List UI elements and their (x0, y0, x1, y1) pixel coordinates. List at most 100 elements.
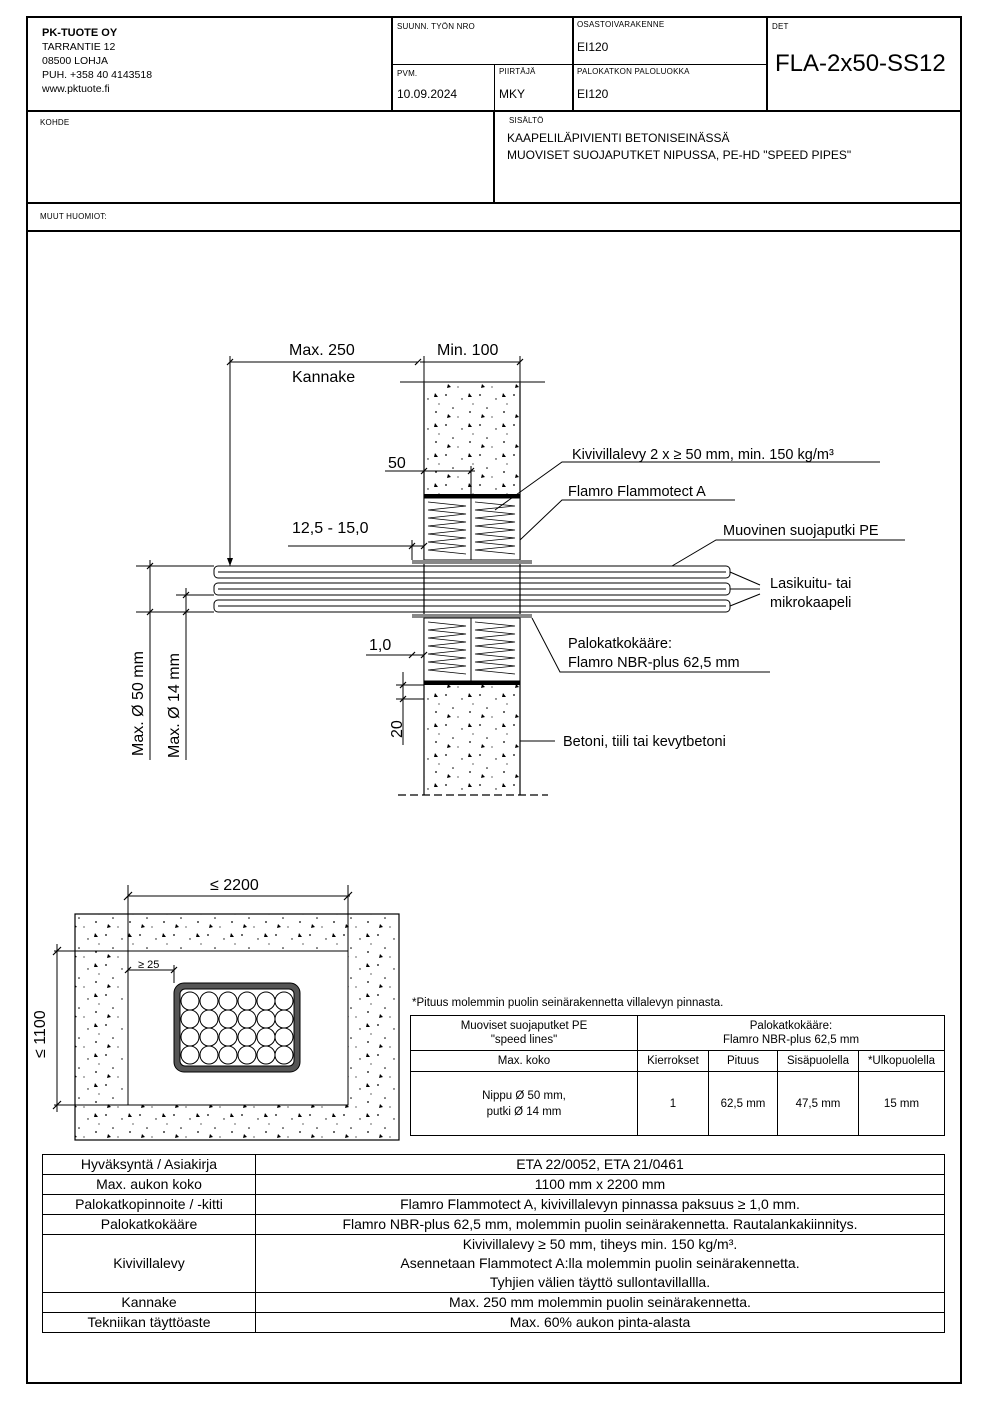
sisalto-line-2: MUOVISET SUOJAPUTKET NIPUSSA, PE-HD "SPE… (507, 148, 852, 162)
col-pituus: Pituus (708, 1050, 778, 1072)
label-lasikuitu-1: Lasikuitu- tai (770, 576, 851, 592)
cell-sisapuolella: 47,5 mm (777, 1071, 859, 1136)
spec-key: Hyväksyntä / Asiakirja (42, 1154, 256, 1175)
wall-elevation (52, 885, 400, 1141)
spec-table: Hyväksyntä / Asiakirja ETA 22/0052, ETA 2… (42, 1154, 945, 1333)
spec-value-line: Kivivillalevy ≥ 50 mm, tiheys min. 150 k… (462, 1236, 738, 1252)
dim-12-15: 12,5 - 15,0 (292, 520, 369, 537)
spec-value: Flamro NBR-plus 62,5 mm, molemmin puolin… (255, 1214, 945, 1235)
pipe-bundle (213, 565, 731, 613)
spec-key: Max. aukon koko (42, 1174, 256, 1195)
product-header-2-line2: Flamro NBR-plus 62,5 mm (722, 1034, 860, 1046)
label-lasikuitu-2: mikrokaapeli (770, 595, 851, 611)
spec-key: Palokatkopinnoite / -kitti (42, 1194, 256, 1215)
spec-value-line: Max. 60% aukon pinta-alasta (509, 1314, 691, 1330)
concrete-lower (424, 685, 520, 793)
kohde-vline (493, 110, 495, 203)
product-header-1-line2: "speed lines" (490, 1034, 558, 1046)
company-name: PK-TUOTE OY (42, 27, 118, 39)
wool-hatch (427, 501, 467, 555)
det-label: DET (772, 22, 789, 31)
col-kierrokset: Kierrokset (637, 1050, 709, 1072)
spec-value: 1100 mm x 2200 mm (255, 1174, 945, 1195)
spec-value-line: Tyhjien välien täyttö sullontavillallla. (489, 1274, 711, 1290)
company-street: TARRANTIE 12 (42, 41, 116, 53)
dim-50: 50 (388, 455, 406, 472)
spec-table-body: Hyväksyntä / Asiakirja ETA 22/0052, ETA 2… (42, 1154, 945, 1333)
cell-kierrokset: 1 (637, 1071, 709, 1136)
spec-value-line: Flamro Flammotect A, kivivillalevyn pinn… (400, 1196, 800, 1212)
suunn-label: SUUNN. TYÖN NRO (397, 22, 475, 31)
title-vline-2 (572, 16, 574, 111)
paloluokka-value: EI120 (577, 87, 609, 101)
spec-row: Tekniikan täyttöaste Max. 60% aukon pinta… (42, 1312, 945, 1333)
spec-value: Flamro Flammotect A, kivivillalevyn pinn… (255, 1194, 945, 1215)
dim-max-d14: Max. Ø 14 mm (166, 653, 183, 758)
dim-min100: Min. 100 (437, 342, 498, 359)
dim-1-0: 1,0 (369, 637, 391, 654)
company-block: PK-TUOTE OY TARRANTIE 12 08500 LOHJA PUH… (42, 26, 152, 96)
spec-value: Kivivillalevy ≥ 50 mm, tiheys min. 150 k… (255, 1234, 945, 1293)
company-city: 08500 LOHJA (42, 55, 108, 67)
osasto-value: EI120 (577, 40, 609, 54)
label-palokatko-1: Palokatkokääre: (568, 636, 672, 652)
spec-value: Max. 250 mm molemmin puolin seinärakenne… (255, 1292, 945, 1313)
dim-max-d50: Max. Ø 50 mm (130, 651, 147, 756)
pituus-note: *Pituus molemmin puolin seinärakennetta … (412, 997, 723, 1009)
product-header-2: Palokatkokääre: Flamro NBR-plus 62,5 mm (637, 1015, 945, 1051)
muut-divider (26, 230, 962, 232)
spec-key: Kannake (42, 1292, 256, 1313)
title-mid-hline (392, 64, 766, 65)
kannake-label: Kannake (292, 369, 355, 386)
company-phone: PUH. +358 40 4143518 (42, 69, 153, 81)
spec-value-line: 1100 mm x 2200 mm (534, 1176, 666, 1192)
product-header-1: Muoviset suojaputket PE "speed lines" (410, 1015, 638, 1051)
pvm-vline (494, 64, 495, 111)
spec-row: Palokatkopinnoite / -kitti Flamro Flammot… (42, 1194, 945, 1215)
pipe-circles (180, 991, 294, 1065)
sisalto-label: SISÄLTÖ (509, 116, 544, 125)
cell-size: Nippu Ø 50 mm, putki Ø 14 mm (410, 1071, 638, 1136)
label-suojaputki: Muovinen suojaputki PE (723, 523, 879, 539)
det-code: FLA-2x50-SS12 (775, 50, 946, 77)
spec-row: Max. aukon koko 1100 mm x 2200 mm (42, 1174, 945, 1195)
spec-value: Max. 60% aukon pinta-alasta (255, 1312, 945, 1333)
label-kivivilla: Kivivillalevy 2 x ≥ 50 mm, min. 150 kg/m… (572, 447, 834, 463)
dim-gap: ≥ 25 (138, 959, 159, 971)
pvm-value: 10.09.2024 (397, 87, 458, 101)
piirtaja-label: PIIRTÄJÄ (499, 67, 536, 76)
col-sisapuolella: Sisäpuolella (777, 1050, 859, 1072)
spec-row: Kannake Max. 250 mm molemmin puolin seinä… (42, 1292, 945, 1313)
drawing-frame (26, 16, 962, 1384)
dim-max250: Max. 250 (289, 342, 355, 359)
product-header-1-line1: Muoviset suojaputket PE (460, 1020, 588, 1032)
spec-key: Kivivillalevy (42, 1234, 256, 1293)
kohde-label: KOHDE (40, 118, 70, 127)
pvm-label: PVM. (397, 69, 418, 78)
osasto-label: OSASTOIVARAKENNE (577, 20, 665, 29)
product-table: Muoviset suojaputket PE "speed lines" Pa… (410, 1015, 945, 1136)
col-ulkopuolella: *Ulkopuolella (858, 1050, 945, 1072)
spec-value-line: ETA 22/0052, ETA 21/0461 (516, 1156, 684, 1172)
sisalto-line-1: KAAPELILÄPIVIENTI BETONISEINÄSSÄ (507, 131, 730, 145)
dim-20: 20 (389, 720, 406, 738)
wall-section (136, 356, 905, 796)
piirtaja-value: MKY (499, 87, 526, 101)
spec-row: Hyväksyntä / Asiakirja ETA 22/0052, ETA 2… (42, 1154, 945, 1175)
company-web: www.pktuote.fi (42, 83, 110, 95)
label-betoni: Betoni, tiili tai kevytbetoni (563, 734, 726, 750)
cell-pituus: 62,5 mm (708, 1071, 778, 1136)
product-header-2-line1: Palokatkokääre: (749, 1020, 833, 1032)
cell-size-line2: putki Ø 14 mm (486, 1105, 562, 1118)
spec-value-line: Max. 250 mm molemmin puolin seinärakenne… (449, 1294, 751, 1310)
label-flammotect: Flamro Flammotect A (568, 484, 706, 500)
spec-key: Tekniikan täyttöaste (42, 1312, 256, 1333)
muut-label: MUUT HUOMIOT: (40, 212, 107, 221)
cell-size-line1: Nippu Ø 50 mm, (482, 1089, 566, 1102)
paloluokka-label: PALOKATKON PALOLUOKKA (577, 67, 690, 76)
kohde-divider (26, 202, 962, 204)
wrap-upper (412, 560, 532, 564)
wrap-lower (412, 614, 532, 618)
